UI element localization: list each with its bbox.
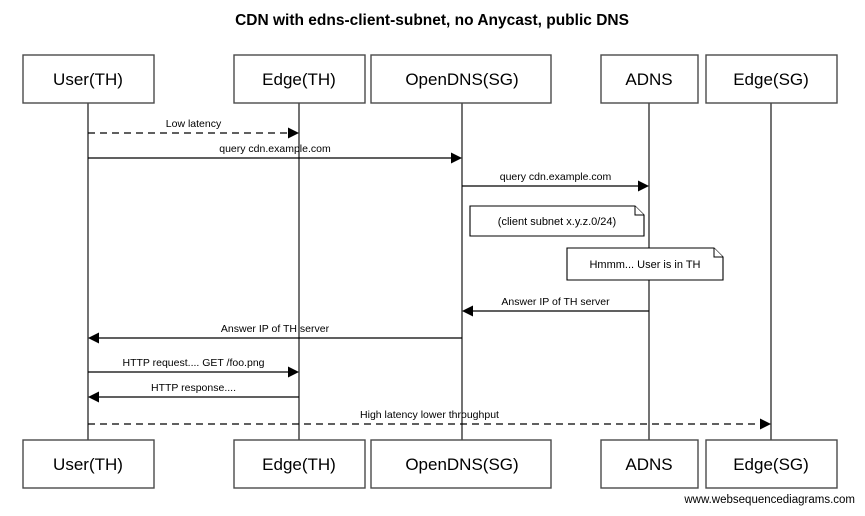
participant-label: OpenDNS(SG) bbox=[405, 70, 518, 89]
participant-label: ADNS bbox=[625, 70, 672, 89]
message-label: Answer IP of TH server bbox=[501, 296, 610, 308]
arrowhead-icon bbox=[638, 180, 649, 192]
participant-user-bottom[interactable]: User(TH) bbox=[22, 439, 155, 489]
arrowhead-icon bbox=[88, 391, 99, 403]
arrowhead-icon bbox=[462, 305, 473, 317]
watermark-footer: www.websequencediagrams.com bbox=[683, 494, 855, 506]
arrowhead-icon bbox=[88, 332, 99, 344]
message-m6: HTTP request.... GET /foo.png bbox=[88, 357, 299, 378]
note-fold-icon bbox=[634, 206, 644, 216]
participants-bottom-group: User(TH) Edge(TH) OpenDNS(SG) ADNS Edge(SG) bbox=[22, 439, 838, 489]
message-label: Answer IP of TH server bbox=[221, 323, 330, 335]
notes-group: (client subnet x.y.z.0/24) Hmmm... User i… bbox=[469, 205, 724, 281]
note-label: Hmmm... User is in TH bbox=[589, 259, 700, 271]
message-label: query cdn.example.com bbox=[500, 171, 612, 183]
participant-adns-bottom[interactable]: ADNS bbox=[600, 439, 699, 489]
message-label: HTTP request.... GET /foo.png bbox=[122, 357, 264, 369]
message-label: High latency lower throughput bbox=[360, 409, 499, 421]
participant-box bbox=[705, 54, 838, 104]
participant-user-top[interactable]: User(TH) bbox=[22, 54, 155, 104]
messages-group: Low latency query cdn.example.com query cd… bbox=[88, 118, 771, 430]
participant-box bbox=[233, 54, 366, 104]
participant-label: ADNS bbox=[625, 455, 672, 474]
participant-box bbox=[705, 439, 838, 489]
participant-box bbox=[22, 439, 155, 489]
participant-box bbox=[370, 54, 552, 104]
participant-box bbox=[370, 439, 552, 489]
note-fold-icon bbox=[713, 248, 723, 258]
note-n2: Hmmm... User is in TH bbox=[566, 247, 724, 281]
participant-label: Edge(SG) bbox=[733, 70, 809, 89]
message-m1: Low latency bbox=[88, 118, 299, 139]
message-m5: Answer IP of TH server bbox=[88, 323, 462, 344]
participant-box bbox=[233, 439, 366, 489]
message-m8: High latency lower throughput bbox=[88, 409, 771, 430]
lifelines-group bbox=[87, 103, 772, 440]
participant-label: Edge(TH) bbox=[262, 70, 336, 89]
message-m2: query cdn.example.com bbox=[88, 143, 462, 164]
participant-edge_sg-bottom[interactable]: Edge(SG) bbox=[705, 439, 838, 489]
message-m4: Answer IP of TH server bbox=[462, 296, 649, 317]
participant-edge_th-top[interactable]: Edge(TH) bbox=[233, 54, 366, 104]
arrowhead-icon bbox=[760, 418, 771, 430]
arrowhead-icon bbox=[288, 366, 299, 378]
participant-label: OpenDNS(SG) bbox=[405, 455, 518, 474]
participant-label: User(TH) bbox=[53, 455, 123, 474]
message-label: HTTP response.... bbox=[151, 382, 236, 394]
message-m3: query cdn.example.com bbox=[462, 171, 649, 192]
participant-box bbox=[600, 439, 699, 489]
participants-top-group: User(TH) Edge(TH) OpenDNS(SG) ADNS Edge(SG) bbox=[22, 54, 838, 104]
participant-opendns-top[interactable]: OpenDNS(SG) bbox=[370, 54, 552, 104]
participant-adns-top[interactable]: ADNS bbox=[600, 54, 699, 104]
participant-label: User(TH) bbox=[53, 70, 123, 89]
message-m7: HTTP response.... bbox=[88, 382, 299, 403]
note-label: (client subnet x.y.z.0/24) bbox=[498, 216, 616, 228]
note-body bbox=[469, 205, 645, 237]
participant-label: Edge(TH) bbox=[262, 455, 336, 474]
note-body bbox=[566, 247, 724, 281]
participant-opendns-bottom[interactable]: OpenDNS(SG) bbox=[370, 439, 552, 489]
message-label: query cdn.example.com bbox=[219, 143, 331, 155]
participant-box bbox=[22, 54, 155, 104]
participant-edge_th-bottom[interactable]: Edge(TH) bbox=[233, 439, 366, 489]
participant-edge_sg-top[interactable]: Edge(SG) bbox=[705, 54, 838, 104]
participant-label: Edge(SG) bbox=[733, 455, 809, 474]
arrowhead-icon bbox=[288, 127, 299, 139]
page-title: CDN with edns-client-subnet, no Anycast,… bbox=[235, 12, 629, 29]
participant-box bbox=[600, 54, 699, 104]
arrowhead-icon bbox=[451, 152, 462, 164]
note-n1: (client subnet x.y.z.0/24) bbox=[469, 205, 645, 237]
message-label: Low latency bbox=[166, 118, 222, 130]
